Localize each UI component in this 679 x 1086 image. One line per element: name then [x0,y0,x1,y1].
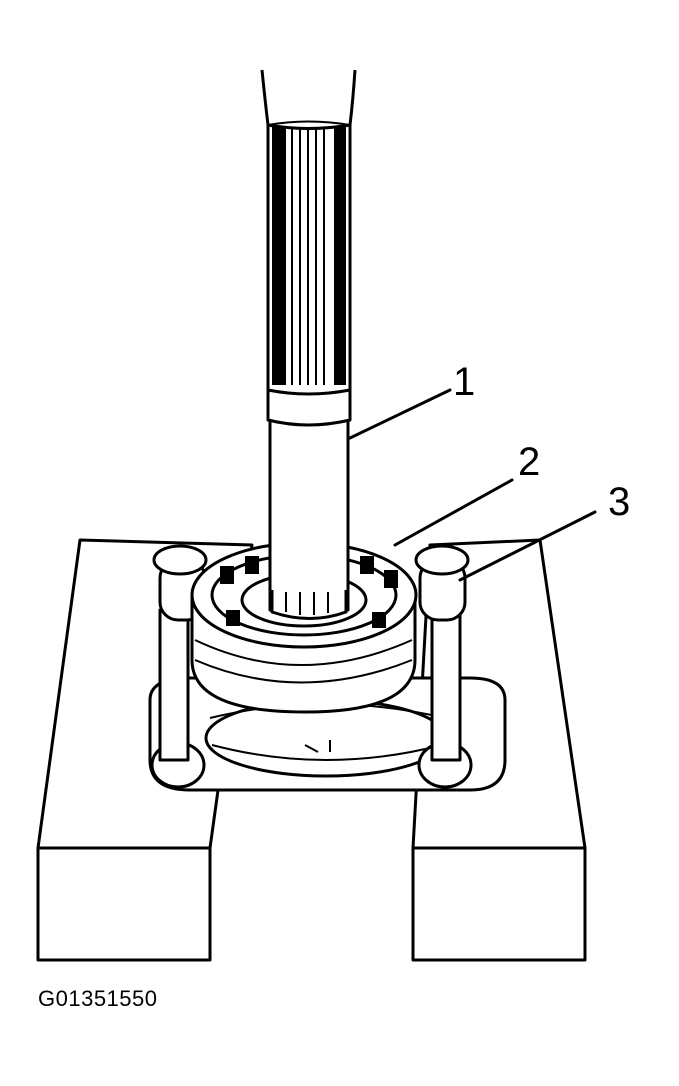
shaft-splines [272,120,346,385]
callout-label-2: 2 [518,440,540,484]
leader-line-3 [458,510,597,582]
callout-labels: 1 2 3 [453,360,630,524]
shaft [260,69,357,620]
leader-line-1 [348,388,452,440]
lower-shaft-splines [285,592,329,615]
figure-id: G01351550 [38,986,158,1011]
leader-line-2 [393,478,514,547]
callout-label-1: 1 [453,360,475,404]
leader-lines [348,388,597,582]
callout-label-3: 3 [608,480,630,524]
bearing-rollers [220,556,398,628]
